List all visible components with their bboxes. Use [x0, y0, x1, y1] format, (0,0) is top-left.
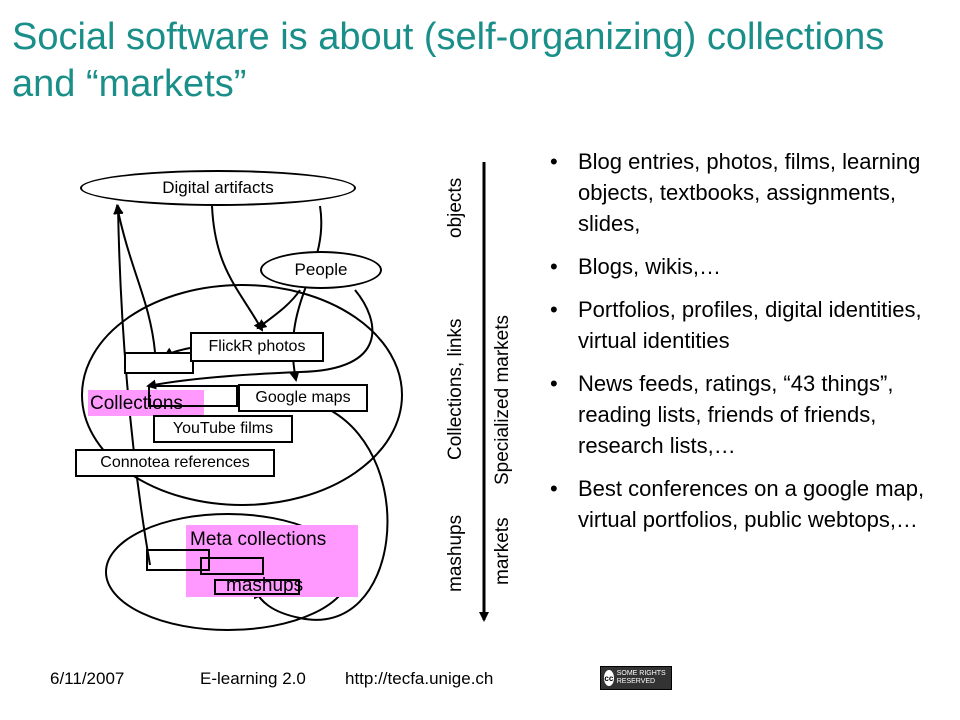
arrow-artifacts-to-flickr [211, 205, 263, 332]
arrow-collections-to-mashups [254, 409, 389, 621]
axis-label-collections-links: Collections, links [445, 318, 466, 461]
bullet-dot-icon: • [550, 476, 558, 501]
empty-collection-box [124, 352, 194, 374]
bullet-item: •Blogs, wikis,… [548, 251, 928, 282]
digital-artifacts-label: Digital artifacts [162, 178, 274, 197]
bullet-dot-icon: • [550, 254, 558, 279]
connotea-references-box: Connotea references [75, 449, 275, 477]
axis-label-markets: markets [492, 517, 513, 585]
flickr-photos-box: FlickR photos [190, 332, 324, 362]
bullet-dot-icon: • [550, 371, 558, 396]
bullet-dot-icon: • [550, 149, 558, 174]
bullet-item: •Best conferences on a google map, virtu… [548, 473, 928, 535]
slide-title: Social software is about (self-organizin… [12, 16, 885, 105]
bullet-list: •Blog entries, photos, films, learning o… [548, 146, 928, 547]
collections-ellipse [81, 284, 403, 506]
axis-label-specialized-markets: Specialized markets [492, 314, 513, 485]
footer-url[interactable]: http://tecfa.unige.ch [345, 669, 494, 688]
footer-date: 6/11/2007 [50, 669, 125, 688]
mashup-box-1 [146, 549, 210, 571]
axis-label-objects: objects [445, 177, 466, 238]
bullet-item: •News feeds, ratings, “43 things”, readi… [548, 368, 928, 461]
google-maps-box: Google maps [238, 384, 368, 412]
meta-collections-label: Meta collections [190, 529, 327, 550]
axis-label-mashups: mashups [445, 514, 466, 592]
mashup-box-2 [200, 557, 264, 575]
cc-icon: cc [604, 670, 614, 686]
people-label: People [294, 260, 348, 279]
collections-label: Collections [90, 393, 183, 414]
arrow-collections-to-artifacts [113, 204, 156, 353]
collection-frame-box [148, 385, 238, 407]
bullet-item: •Portfolios, profiles, digital identitie… [548, 294, 928, 356]
collections-highlight [88, 390, 204, 416]
bullet-dot-icon: • [550, 297, 558, 322]
digital-artifacts-node: Digital artifacts [80, 170, 356, 206]
cc-badge-text: SOME RIGHTS RESERVED [616, 670, 666, 685]
footer-course: E-learning 2.0 [200, 669, 306, 688]
mashup-box-3 [214, 579, 300, 595]
youtube-films-box: YouTube films [153, 415, 293, 443]
bullet-item: •Blog entries, photos, films, learning o… [548, 146, 928, 239]
arrow-people-to-flickr [256, 289, 301, 330]
arrow-mashups-to-artifacts [113, 204, 151, 566]
creative-commons-badge[interactable]: cc SOME RIGHTS RESERVED [600, 666, 672, 690]
people-node: People [260, 251, 382, 289]
arrow-people-to-collections [146, 289, 374, 390]
mashups-label: mashups [226, 575, 304, 596]
